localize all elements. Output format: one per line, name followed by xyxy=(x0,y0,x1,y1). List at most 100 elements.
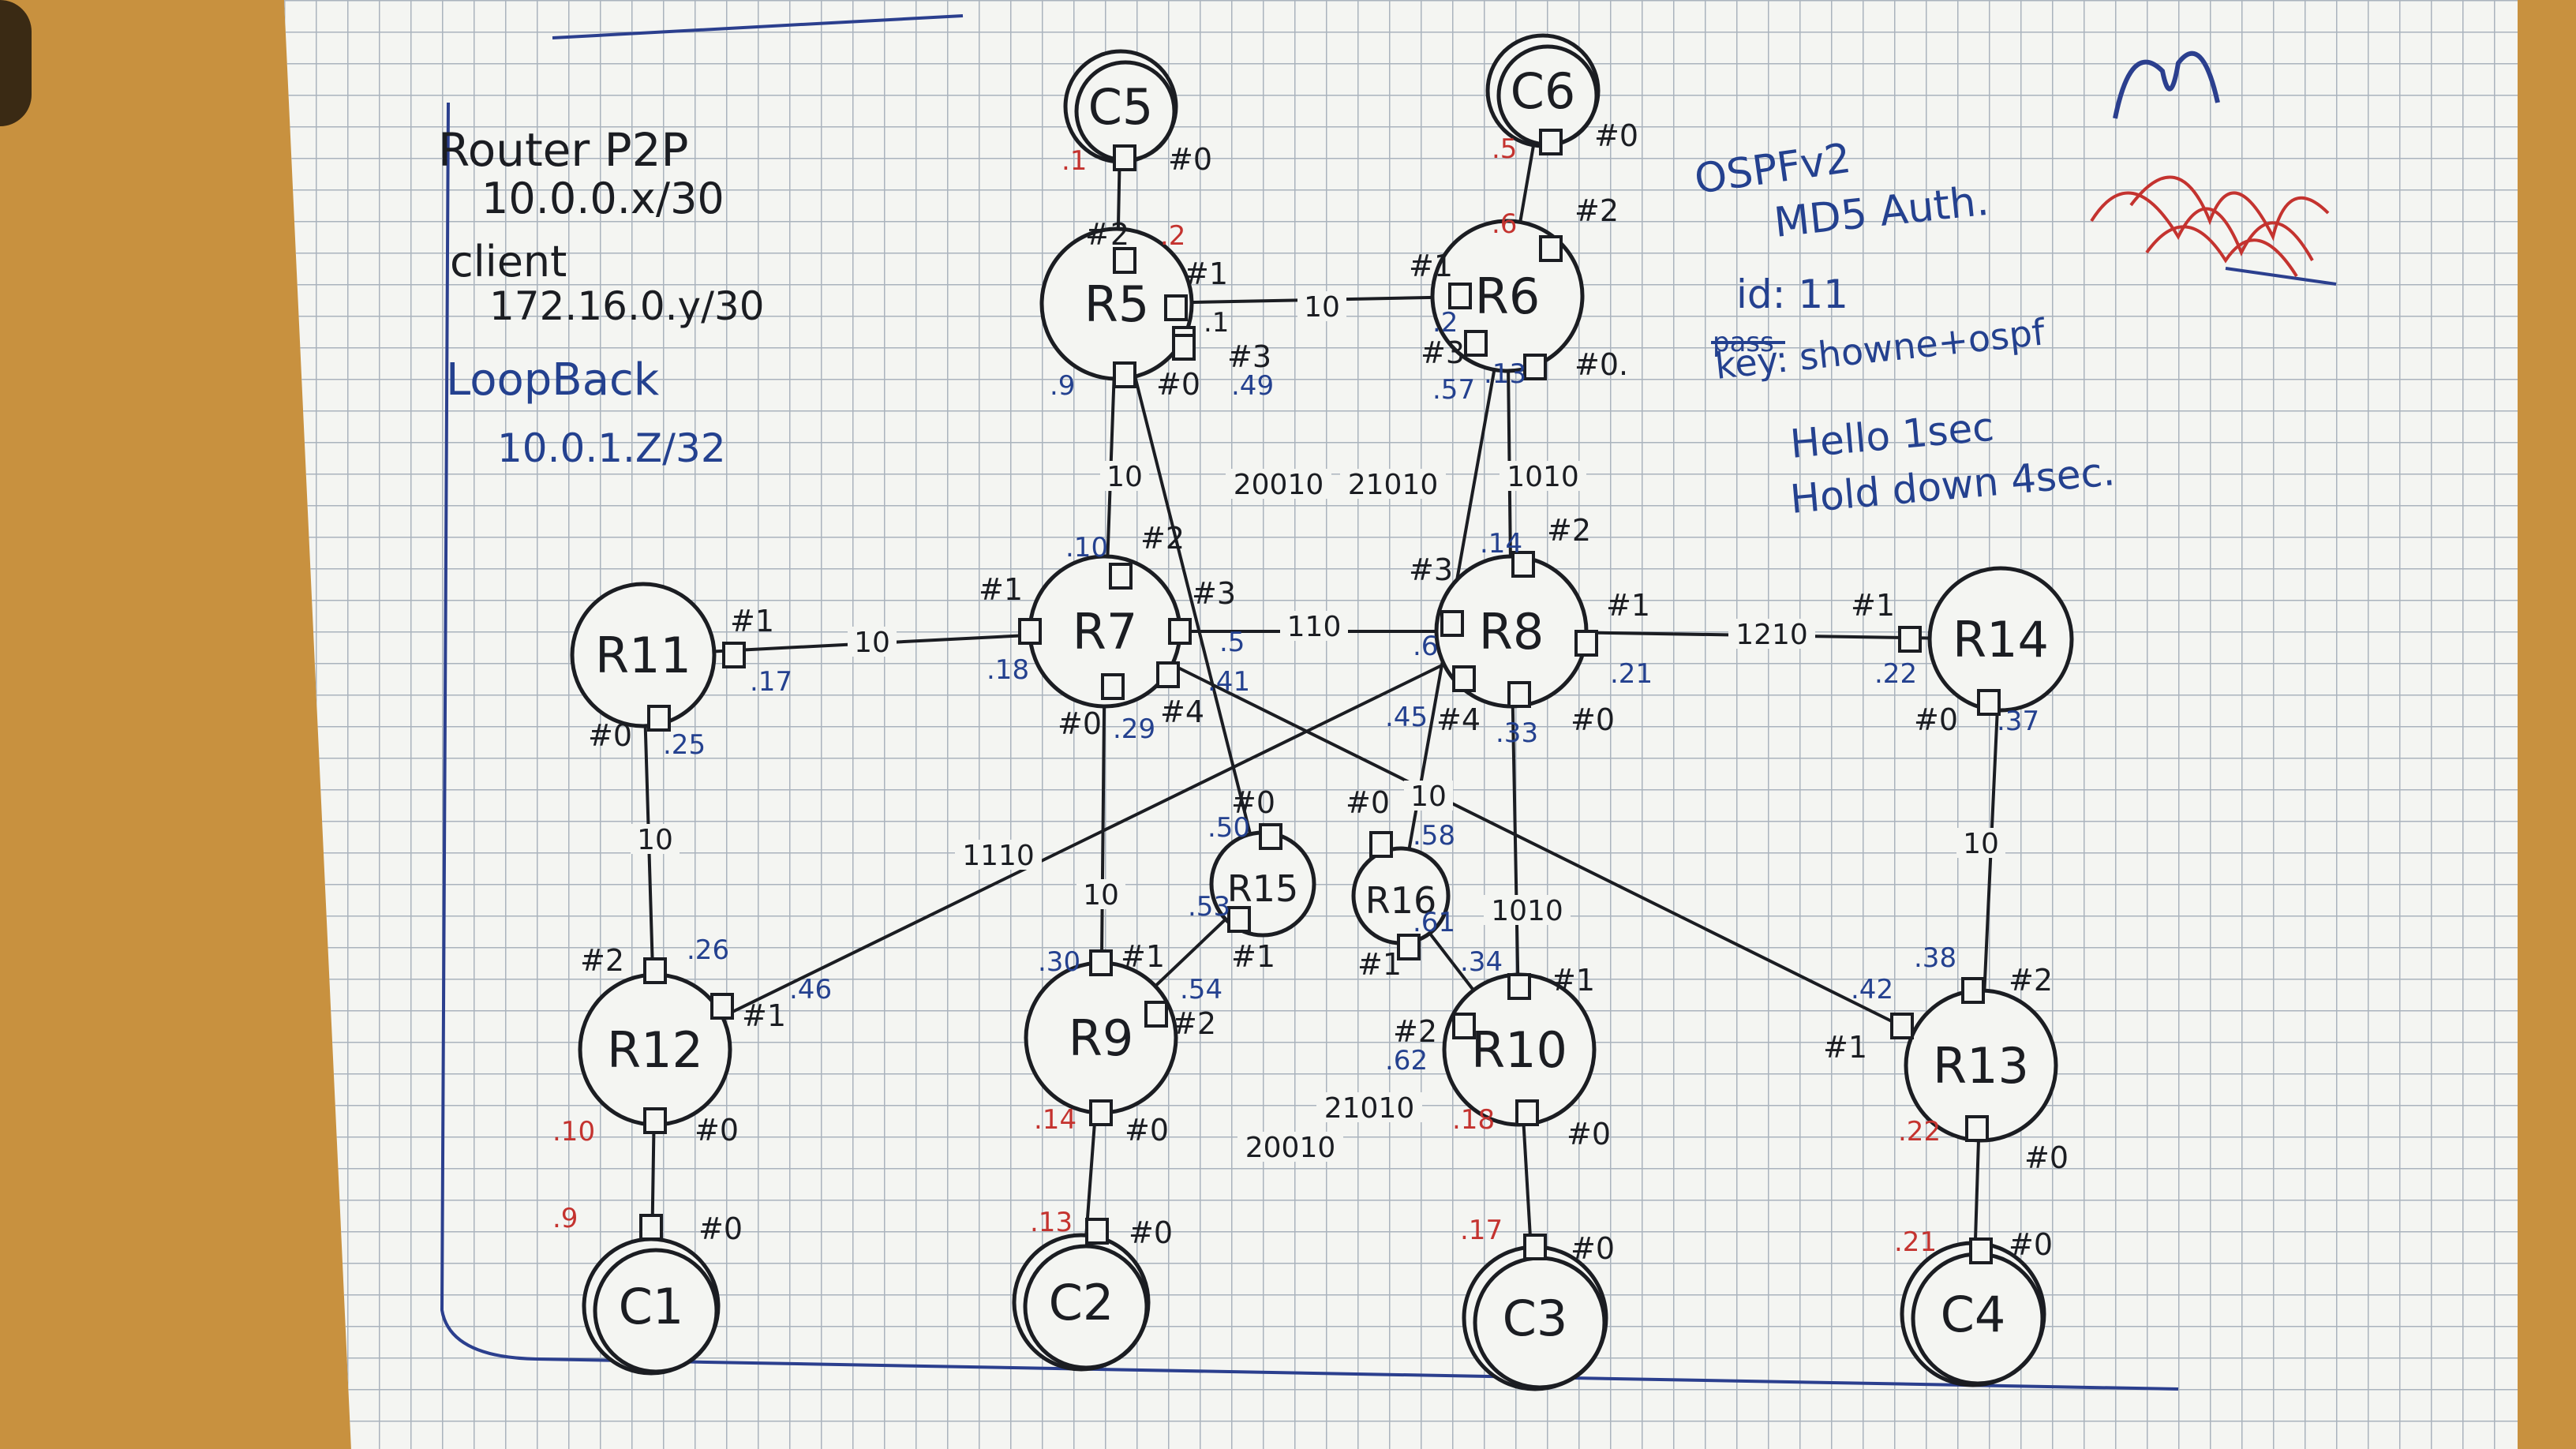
node-r10: R10 xyxy=(1442,972,1597,1127)
link-cost-label: 1010 xyxy=(1507,461,1579,493)
port-box-r9 xyxy=(1089,949,1113,976)
port-address-label: .49 xyxy=(1231,370,1274,402)
node-r9: R9 xyxy=(1024,960,1178,1115)
port-box-r7 xyxy=(1168,618,1192,645)
port-address-label: .18 xyxy=(987,654,1029,686)
port-address-label: .5 xyxy=(1492,133,1517,165)
port-address-label: .34 xyxy=(1460,946,1503,978)
port-name-label: #1 xyxy=(979,572,1023,607)
node-r15: R15 xyxy=(1209,830,1316,938)
port-name-label: #0 xyxy=(1156,367,1200,402)
port-name-label: #1 xyxy=(1357,947,1402,982)
link-cost-label: 10 xyxy=(1304,291,1340,324)
ospf-notes: OSPFv2 MD5 Auth. id: 11 pass key: showne… xyxy=(1691,135,2117,522)
port-box-r16 xyxy=(1397,934,1421,960)
link-cost-label: 21010 xyxy=(1348,469,1439,501)
port-address-label: .2 xyxy=(1432,307,1458,339)
node-r11: R11 xyxy=(570,582,717,728)
port-name-label: #1 xyxy=(1823,1030,1867,1065)
port-address-label: .57 xyxy=(1432,374,1475,406)
link-r8-r12 xyxy=(654,630,1512,1051)
node-label: R11 xyxy=(595,627,691,684)
port-box-r6 xyxy=(1523,354,1547,380)
node-label: C4 xyxy=(1941,1286,2006,1343)
port-address-label: .17 xyxy=(1460,1215,1503,1246)
signature-scribble xyxy=(2090,51,2330,278)
port-box-c1 xyxy=(639,1214,663,1241)
port-address-label: .22 xyxy=(1898,1116,1941,1148)
port-box-r8 xyxy=(1574,630,1598,657)
page-border-line xyxy=(552,14,964,39)
port-box-r7 xyxy=(1018,618,1042,645)
port-name-label: #1 xyxy=(1121,939,1165,974)
port-name-label: #1 xyxy=(742,998,786,1033)
note-client-title: client xyxy=(450,237,567,286)
port-name-label: #0. xyxy=(1574,347,1628,382)
addressing-notes: Router P2P 10.0.0.x/30 client 172.16.0.y… xyxy=(438,123,765,471)
port-address-label: .13 xyxy=(1484,358,1526,390)
cost-label-bg xyxy=(1728,619,1815,649)
port-address-label: .10 xyxy=(1065,532,1108,564)
port-address-label: .18 xyxy=(1452,1104,1495,1136)
port-box-r13 xyxy=(1961,977,1985,1004)
cost-label-bg xyxy=(1340,469,1446,499)
port-address-label: .6 xyxy=(1492,208,1517,240)
port-address-label: .41 xyxy=(1208,666,1250,698)
page-border-line xyxy=(440,102,2179,1391)
note-loopback-title: LoopBack xyxy=(446,354,660,406)
port-name-label: #2 xyxy=(2009,963,2053,998)
port-address-label: .21 xyxy=(1610,658,1653,690)
port-box-r16 xyxy=(1369,831,1393,858)
port-box-r11 xyxy=(647,705,671,732)
port-address-label: .38 xyxy=(1914,942,1956,974)
port-box-r10 xyxy=(1507,973,1531,1000)
port-name-label: #1 xyxy=(730,604,774,638)
link-cost-label: 110 xyxy=(1287,611,1342,643)
desk-object xyxy=(0,0,32,126)
port-name-label: #0 xyxy=(1058,706,1102,741)
port-name-label: #0 xyxy=(1125,1113,1169,1148)
port-address-label: .17 xyxy=(750,666,792,698)
node-label: C3 xyxy=(1503,1290,1568,1347)
node-r16: R16 xyxy=(1351,846,1451,945)
node-label: R5 xyxy=(1084,275,1150,333)
cost-label-bg xyxy=(1100,461,1149,491)
note-hello: Hello 1sec xyxy=(1788,404,1996,467)
port-address-label: .10 xyxy=(552,1116,595,1148)
note-p2p-net: 10.0.0.x/30 xyxy=(481,174,724,223)
node-label: R10 xyxy=(1471,1021,1567,1079)
port-box-c3 xyxy=(1523,1234,1547,1260)
node-label: R16 xyxy=(1365,879,1437,922)
port-box-r5 xyxy=(1172,334,1196,361)
port-address-label: .53 xyxy=(1188,891,1230,923)
port-box-r10 xyxy=(1515,1099,1539,1126)
port-box-r14 xyxy=(1898,626,1922,653)
port-name-label: #2 xyxy=(1574,193,1619,228)
node-r14: R14 xyxy=(1927,566,2074,713)
port-name-label: #0 xyxy=(695,1113,739,1148)
port-box-r14 xyxy=(1977,689,2001,716)
link-cost-label: 21010 xyxy=(1324,1092,1415,1125)
link-r5-r15 xyxy=(1115,303,1264,885)
node-c2: C2 xyxy=(1012,1233,1151,1372)
port-name-label: #4 xyxy=(1436,702,1481,737)
node-circle-outline xyxy=(593,1248,719,1374)
note-key: key: showne+ospf xyxy=(1713,310,2049,388)
cost-label-bg xyxy=(1404,781,1453,811)
port-address-label: .21 xyxy=(1894,1226,1937,1258)
port-name-label: #1 xyxy=(1551,963,1595,998)
port-name-label: #3 xyxy=(1409,552,1453,587)
link-cost-label: 10 xyxy=(854,627,890,659)
node-label: R6 xyxy=(1475,268,1541,325)
port-name-label: #0 xyxy=(1346,785,1390,820)
cost-label-bg xyxy=(1226,469,1331,499)
port-address-label: .33 xyxy=(1496,717,1538,749)
port-box-r13 xyxy=(1965,1115,1989,1142)
port-box-r12 xyxy=(643,957,667,984)
port-name-label: #2 xyxy=(1172,1006,1216,1041)
port-box-r10 xyxy=(1452,1013,1476,1039)
node-c4: C4 xyxy=(1900,1241,2046,1387)
node-label: R9 xyxy=(1069,1009,1134,1067)
